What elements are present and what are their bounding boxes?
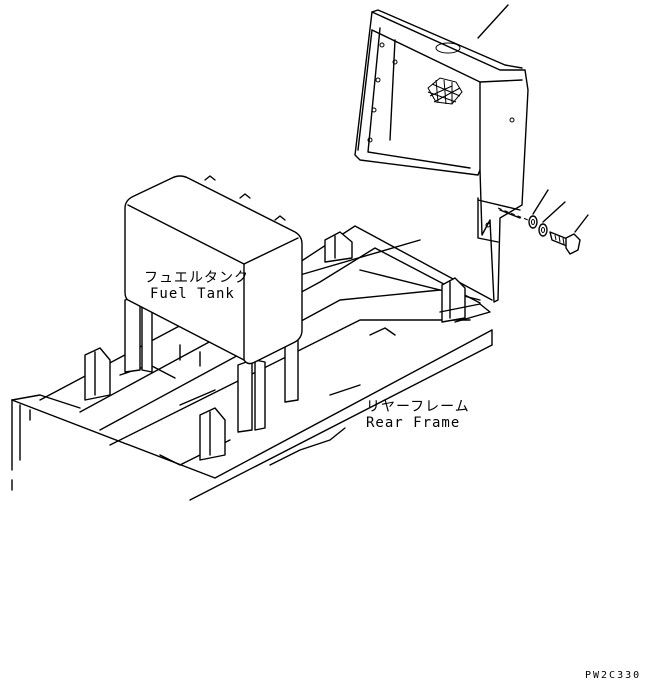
rear-frame (11, 225, 493, 501)
fuel-tank: フュエルタンク Fuel Tank (124, 175, 303, 433)
drawing-code: PW2C330 (585, 670, 641, 681)
rear-frame-label-jp: リヤーフレーム (366, 399, 470, 415)
rear-frame-label: リヤーフレーム Rear Frame (329, 384, 470, 431)
fuel-tank-label-en: Fuel Tank (150, 286, 235, 302)
fasteners (497, 189, 589, 255)
cover-panel (354, 4, 529, 303)
fuel-tank-label-jp: フュエルタンク (144, 270, 249, 286)
rear-frame-label-en: Rear Frame (366, 415, 460, 431)
